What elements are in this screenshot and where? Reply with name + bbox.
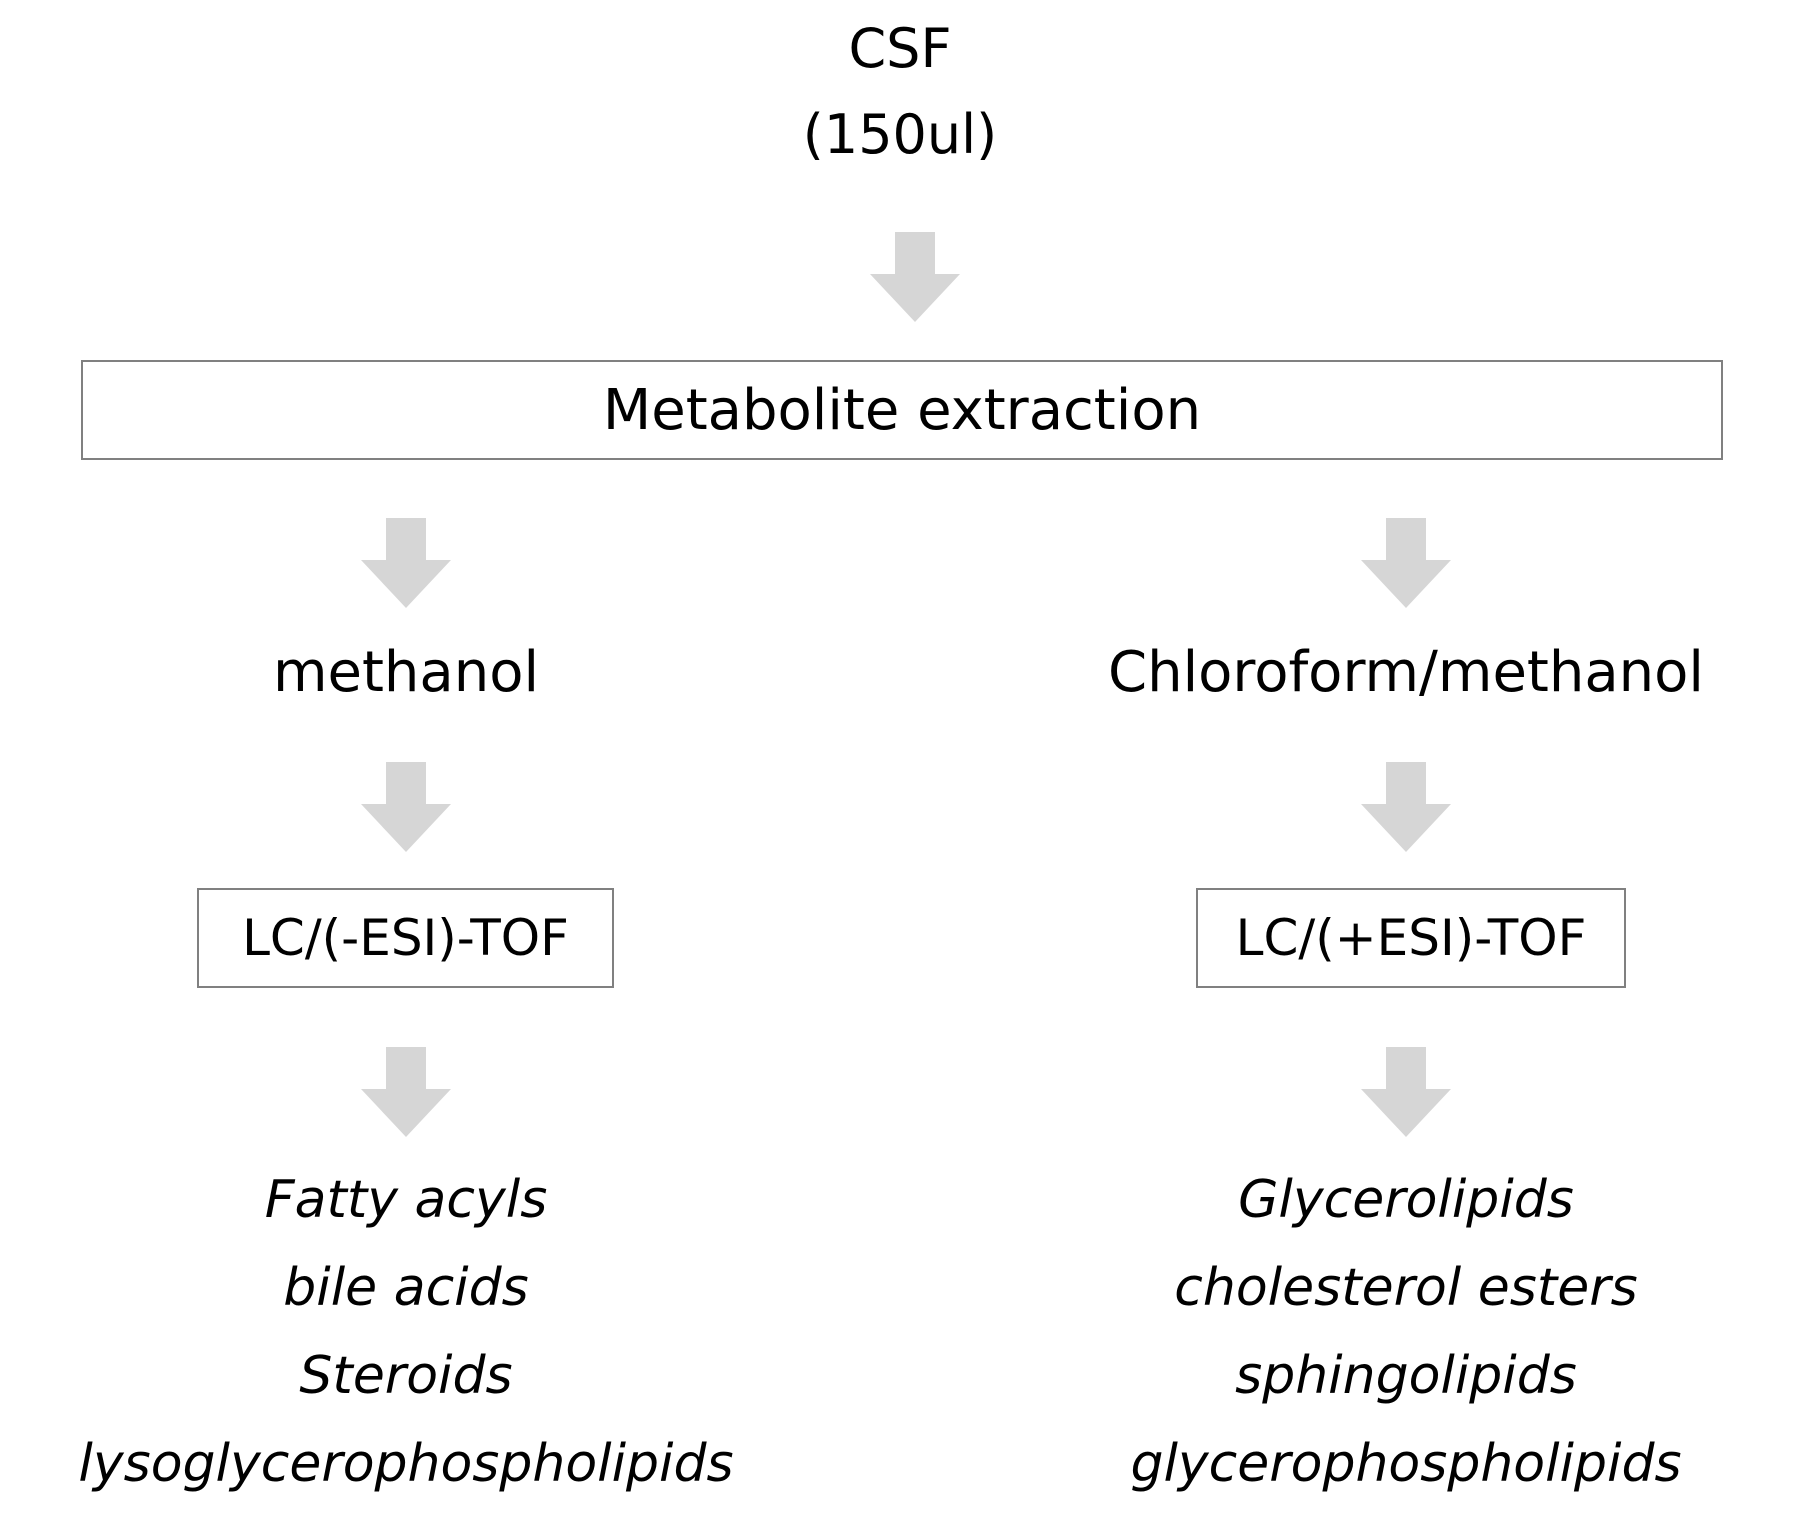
list-item: sphingolipids <box>1235 1346 1577 1406</box>
metabolite-extraction-box: Metabolite extraction <box>81 360 1723 460</box>
list-item: glycerophospholipids <box>1130 1434 1682 1494</box>
right-metabolite-class-list: Glycerolipids cholesterol esters sphingo… <box>1006 1156 1799 1508</box>
right-solvent-label: Chloroform/methanol <box>1108 640 1704 705</box>
list-item: cholesterol esters <box>1174 1258 1638 1318</box>
list-item: bile acids <box>283 1258 529 1318</box>
source-name: CSF <box>848 17 952 80</box>
down-arrow-icon <box>1361 1047 1451 1137</box>
down-arrow-icon <box>361 518 451 608</box>
down-arrow-icon <box>1361 518 1451 608</box>
list-item: lysoglycerophospholipids <box>78 1434 734 1494</box>
right-method-label: LC/(+ESI)-TOF <box>1235 909 1587 967</box>
metabolite-extraction-label: Metabolite extraction <box>602 377 1202 443</box>
left-method-box: LC/(-ESI)-TOF <box>197 888 614 988</box>
right-method-box: LC/(+ESI)-TOF <box>1196 888 1626 988</box>
left-metabolite-class-list: Fatty acyls bile acids Steroids lysoglyc… <box>6 1156 806 1508</box>
down-arrow-icon <box>361 762 451 852</box>
left-method-label: LC/(-ESI)-TOF <box>242 909 569 967</box>
down-arrow-icon <box>361 1047 451 1137</box>
left-solvent-label: methanol <box>272 640 540 705</box>
down-arrow-icon <box>870 232 960 322</box>
list-item: Glycerolipids <box>1238 1170 1574 1230</box>
list-item: Steroids <box>299 1346 513 1406</box>
source-label: CSF (150ul) <box>750 22 1050 162</box>
list-item: Fatty acyls <box>264 1170 548 1230</box>
source-volume: (150ul) <box>802 103 998 166</box>
down-arrow-icon <box>1361 762 1451 852</box>
